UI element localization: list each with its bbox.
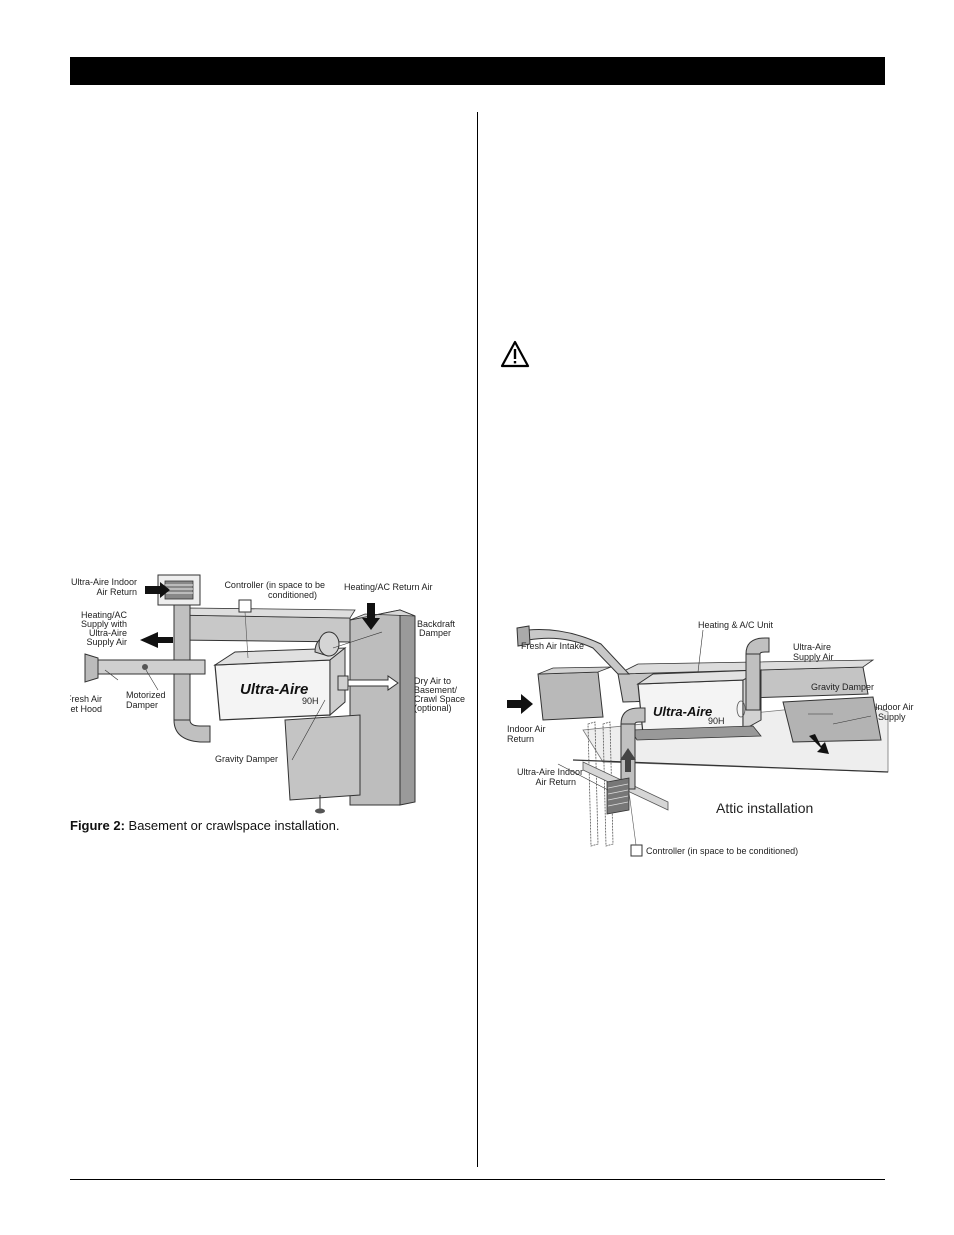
attic-fresh-intake-label: Fresh Air Intake xyxy=(521,641,584,651)
figure-attic-installation: Ultra-Aire 90H Heating & A/C Unit Fresh … xyxy=(503,612,915,862)
basement-diagram: Ultra-Aire 90H Ultra-Aire Indoor Air Ret… xyxy=(70,574,465,814)
attic-controller-label: Controller (in space to be conditioned) xyxy=(646,846,798,856)
attic-installation-label: Attic installation xyxy=(716,800,813,816)
attic-model-text: 90H xyxy=(708,716,725,726)
attic-diagram: Ultra-Aire 90H Heating & A/C Unit Fresh … xyxy=(507,620,914,857)
basement-dry-air-label-3: Crawl Space xyxy=(414,694,465,704)
basement-brand-text: Ultra-Aire xyxy=(240,681,308,698)
basement-hvac-supply-label-1: Heating/AC xyxy=(81,610,128,620)
attic-brand-text: Ultra-Aire xyxy=(653,704,712,719)
footer-rule xyxy=(70,1179,885,1180)
attic-indoor-return-label-1: Indoor Air xyxy=(507,724,546,734)
basement-hvac-supply-label-2: Supply with xyxy=(81,619,127,629)
attic-gravity-label: Gravity Damper xyxy=(811,682,874,692)
attic-ua-return-label-2: Air Return xyxy=(535,777,576,787)
column-divider xyxy=(477,112,478,1167)
header-bar xyxy=(70,57,885,85)
basement-hvac-supply-label-3: Ultra-Aire xyxy=(89,628,127,638)
basement-controller-label-2: conditioned) xyxy=(268,590,317,600)
figure-2-caption-text: Basement or crawlspace installation. xyxy=(124,818,340,833)
attic-supply-label-1: Ultra-Aire xyxy=(793,642,831,652)
figure-basement-installation: Ultra-Aire 90H Ultra-Aire Indoor Air Ret… xyxy=(70,570,470,815)
basement-motorized-label-2: Damper xyxy=(126,700,158,710)
basement-indoor-return-label-1: Ultra-Aire Indoor xyxy=(71,577,137,587)
warning-icon xyxy=(500,340,530,368)
basement-dry-air-label-1: Dry Air to xyxy=(414,676,451,686)
attic-indoor-supply-label-1: Indoor Air xyxy=(875,702,914,712)
figure-2-caption: Figure 2: Basement or crawlspace install… xyxy=(70,818,340,833)
basement-hvac-supply-label-4: Supply Air xyxy=(86,637,127,647)
basement-dry-air-label-2: Basement/ xyxy=(414,685,458,695)
basement-backdraft-label-1: Backdraft xyxy=(417,619,456,629)
basement-backdraft-label-2: Damper xyxy=(419,628,451,638)
attic-indoor-supply-label-2: Supply xyxy=(878,712,906,722)
basement-hvac-return-label: Heating/AC Return Air xyxy=(344,582,433,592)
basement-indoor-return-label-2: Air Return xyxy=(96,587,137,597)
basement-model-text: 90H xyxy=(302,696,319,706)
attic-ua-return-label-1: Ultra-Aire Indoor xyxy=(517,767,583,777)
attic-supply-label-2: Supply Air xyxy=(793,652,834,662)
attic-indoor-return-label-2: Return xyxy=(507,734,534,744)
basement-dry-air-label-4: (optional) xyxy=(414,703,452,713)
basement-fresh-hood-label-2: Inlet Hood xyxy=(70,704,102,714)
attic-hvac-unit-label: Heating & A/C Unit xyxy=(698,620,774,630)
basement-motorized-label-1: Motorized xyxy=(126,690,166,700)
basement-controller-label-1: Controller (in space to be xyxy=(224,580,325,590)
basement-gravity-label: Gravity Damper xyxy=(215,754,278,764)
figure-2-caption-label: Figure 2: xyxy=(70,818,125,833)
basement-fresh-hood-label-1: Fresh Air xyxy=(70,694,102,704)
